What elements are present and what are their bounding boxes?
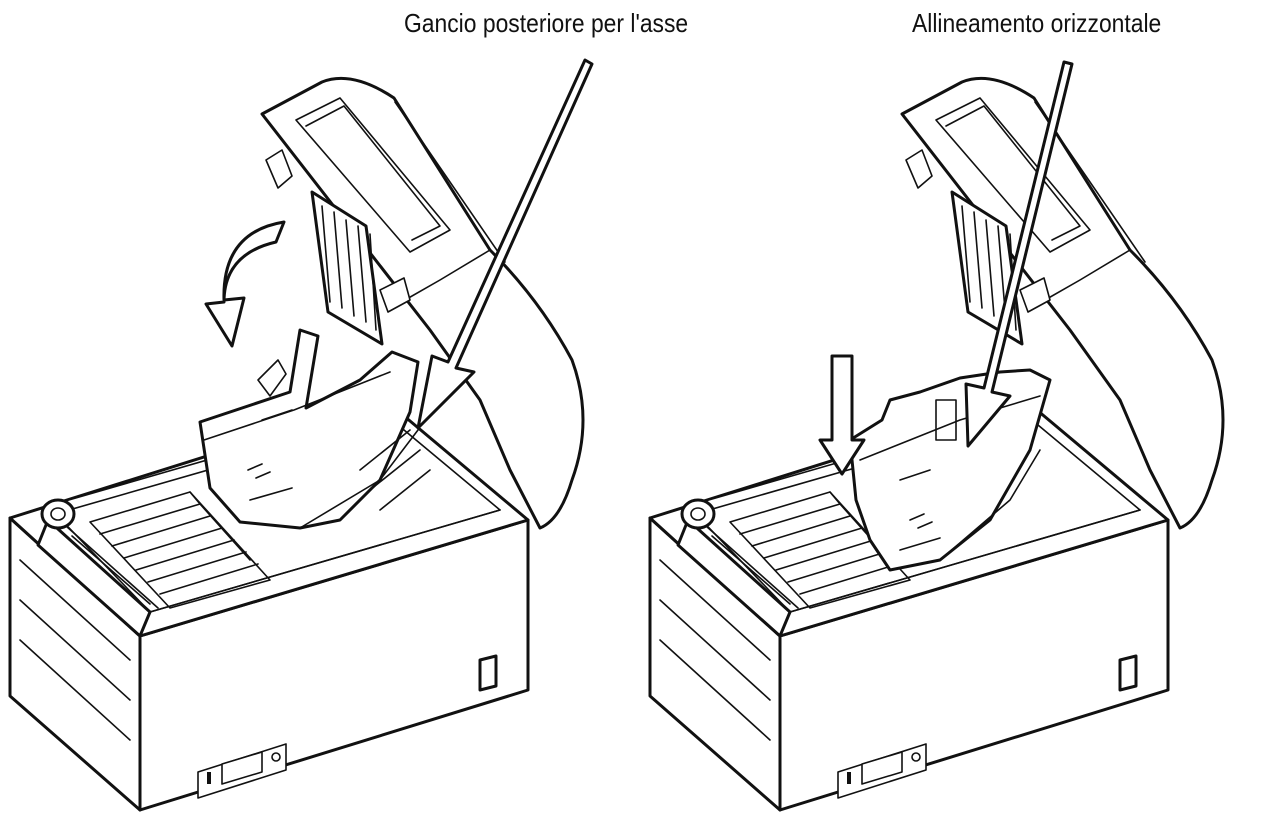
label-rear-hook: Gancio posteriore per l'asse xyxy=(404,8,689,38)
label-horizontal-alignment: Allineamento orizzontale xyxy=(912,8,1162,38)
rear-hook-arrow-icon xyxy=(416,58,594,430)
rotation-arrow-icon xyxy=(204,220,286,348)
printer-left xyxy=(8,58,594,812)
horizontal-alignment-arrow-icon xyxy=(964,60,1074,448)
down-arrow-icon xyxy=(818,354,866,476)
printer-right xyxy=(648,60,1225,812)
